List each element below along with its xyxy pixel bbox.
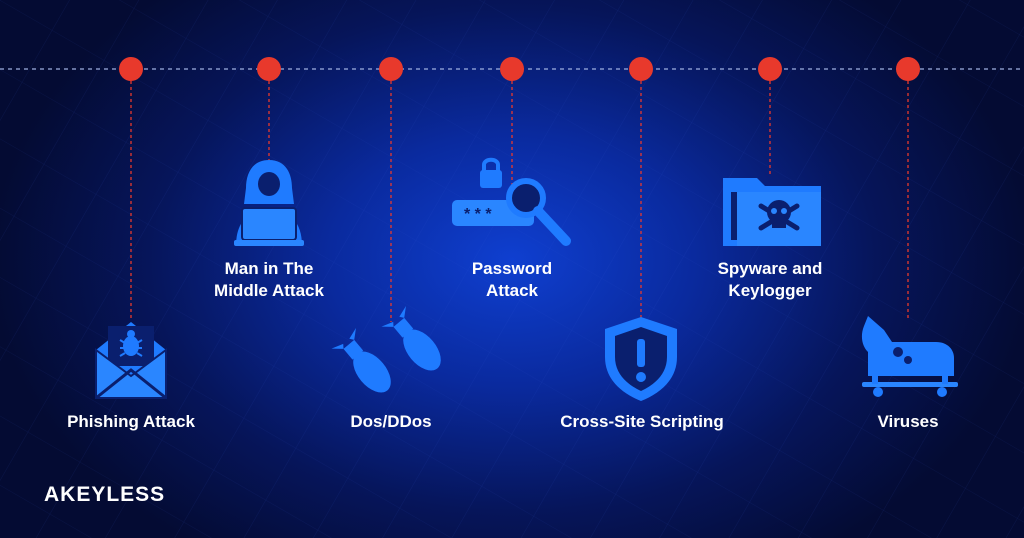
timeline-nodes — [119, 57, 920, 81]
trojan-horse-icon — [861, 316, 958, 397]
akeyless-logo: AKEYLESS — [44, 483, 166, 506]
svg-text:* * *: * * * — [464, 206, 492, 223]
timeline-node — [758, 57, 782, 81]
envelope-bug-icon — [95, 322, 167, 400]
item-label-xss: Cross-Site Scripting — [560, 412, 724, 431]
shield-warning-icon — [605, 317, 677, 401]
timeline-node — [257, 57, 281, 81]
timeline-node — [896, 57, 920, 81]
hacker-laptop-icon — [234, 160, 304, 246]
connectors — [130, 69, 909, 322]
folder-skull-icon — [723, 178, 821, 246]
missiles-icon — [331, 306, 441, 393]
item-label-spyware: Spyware and Keylogger — [717, 259, 823, 300]
item-label-phishing: Phishing Attack — [67, 412, 195, 431]
timeline-node — [119, 57, 143, 81]
item-label-viruses: Viruses — [877, 412, 939, 431]
timeline-node — [629, 57, 653, 81]
timeline-node — [379, 57, 403, 81]
item-label-mitm: Man in The Middle Attack — [214, 259, 324, 300]
item-label-password: Password Attack — [471, 259, 553, 300]
password-search-icon: * * * — [452, 157, 571, 246]
timeline-node — [500, 57, 524, 81]
item-label-dos: Dos/DDos — [350, 412, 432, 431]
